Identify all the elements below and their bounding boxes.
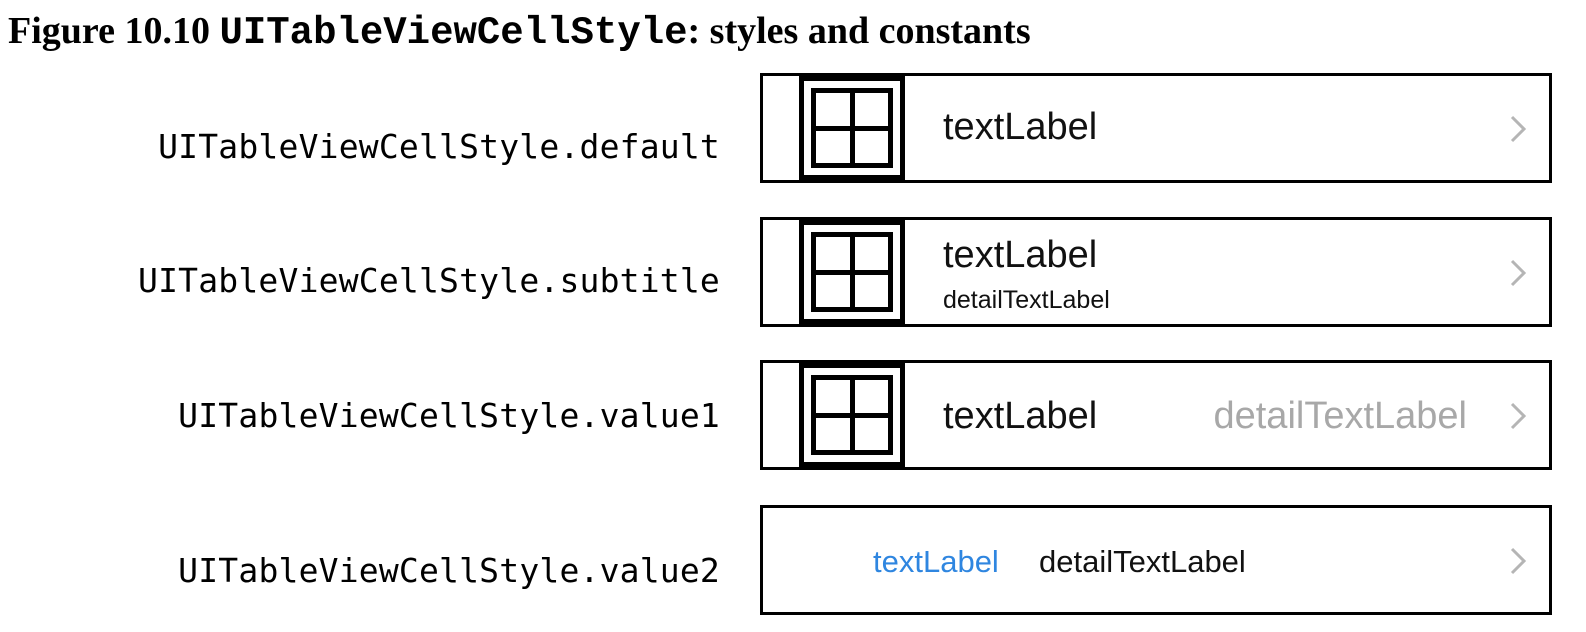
cell-value1: textLabel detailTextLabel bbox=[760, 360, 1552, 470]
figure-caption: Figure 10.10 UITableViewCellStyle: style… bbox=[8, 6, 1031, 58]
cell-default: textLabel bbox=[760, 73, 1552, 183]
chevron-right-icon bbox=[1510, 402, 1527, 430]
style-name-value1: UITableViewCellStyle.value1 bbox=[178, 396, 720, 435]
cell-subtitle: textLabel detailTextLabel bbox=[760, 217, 1552, 327]
style-name-subtitle: UITableViewCellStyle.subtitle bbox=[138, 261, 720, 300]
chevron-right-icon bbox=[1510, 547, 1527, 575]
text-label: textLabel bbox=[943, 234, 1098, 276]
detail-text-label: detailTextLabel bbox=[943, 286, 1110, 314]
detail-text-label: detailTextLabel bbox=[1213, 395, 1467, 437]
style-name-default: UITableViewCellStyle.default bbox=[158, 127, 720, 166]
chevron-right-icon bbox=[1510, 259, 1527, 287]
style-name-value2: UITableViewCellStyle.value2 bbox=[178, 551, 720, 590]
text-label: textLabel bbox=[943, 395, 1098, 437]
caption-prefix: Figure 10.10 bbox=[8, 10, 220, 52]
caption-suffix: : styles and constants bbox=[687, 10, 1031, 52]
text-label: textLabel bbox=[943, 106, 1098, 148]
window-grid-icon bbox=[799, 363, 905, 467]
caption-code: UITableViewCellStyle bbox=[219, 11, 688, 55]
text-label: textLabel bbox=[873, 544, 999, 579]
detail-text-label: detailTextLabel bbox=[1039, 544, 1246, 579]
window-grid-icon bbox=[799, 220, 905, 324]
chevron-right-icon bbox=[1510, 115, 1527, 143]
window-grid-icon bbox=[799, 76, 905, 180]
cell-value2: textLabel detailTextLabel bbox=[760, 505, 1552, 615]
